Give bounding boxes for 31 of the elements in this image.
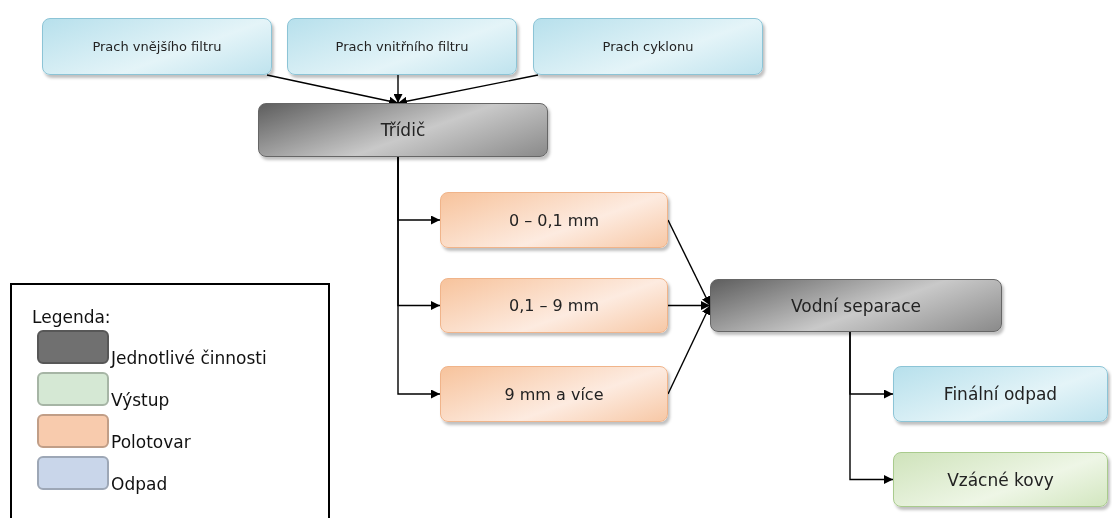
- legend-label: Výstup: [111, 390, 170, 410]
- legend-label: Odpad: [111, 474, 168, 494]
- arrow: [667, 219, 711, 307]
- process-box: [533, 18, 763, 75]
- box-label: Prach vnitřního filtru: [335, 39, 469, 54]
- arrow: [667, 304, 711, 395]
- process-box: [710, 279, 1002, 332]
- process-box: [287, 18, 517, 75]
- box-label: Vzácné kovy: [947, 469, 1054, 490]
- arrow: [849, 331, 894, 484]
- box-label: 0 – 0,1 mm: [508, 210, 600, 230]
- arrow: [393, 74, 403, 104]
- legend-label: Polotovar: [111, 432, 191, 452]
- box-label: Prach vnějšího filtru: [92, 39, 222, 54]
- arrow: [397, 156, 441, 399]
- box-label: Třídič: [380, 120, 426, 140]
- process-box: [893, 366, 1108, 422]
- process-box: [440, 278, 668, 333]
- legend-label: Jednotlivé činnosti: [111, 348, 267, 368]
- box-label: Vodní separace: [790, 295, 922, 316]
- process-box: [440, 366, 668, 422]
- box-label: 9 mm a více: [504, 384, 604, 404]
- process-box: [440, 192, 668, 248]
- process-box: [42, 18, 272, 75]
- arrow: [667, 301, 711, 310]
- box-label: Prach cyklonu: [602, 39, 694, 54]
- process-box: [893, 452, 1108, 507]
- box-label: 0,1 – 9 mm: [508, 296, 600, 315]
- legend-title: Legenda:: [32, 307, 111, 327]
- box-label: Finální odpad: [943, 384, 1058, 404]
- process-box: [258, 103, 548, 157]
